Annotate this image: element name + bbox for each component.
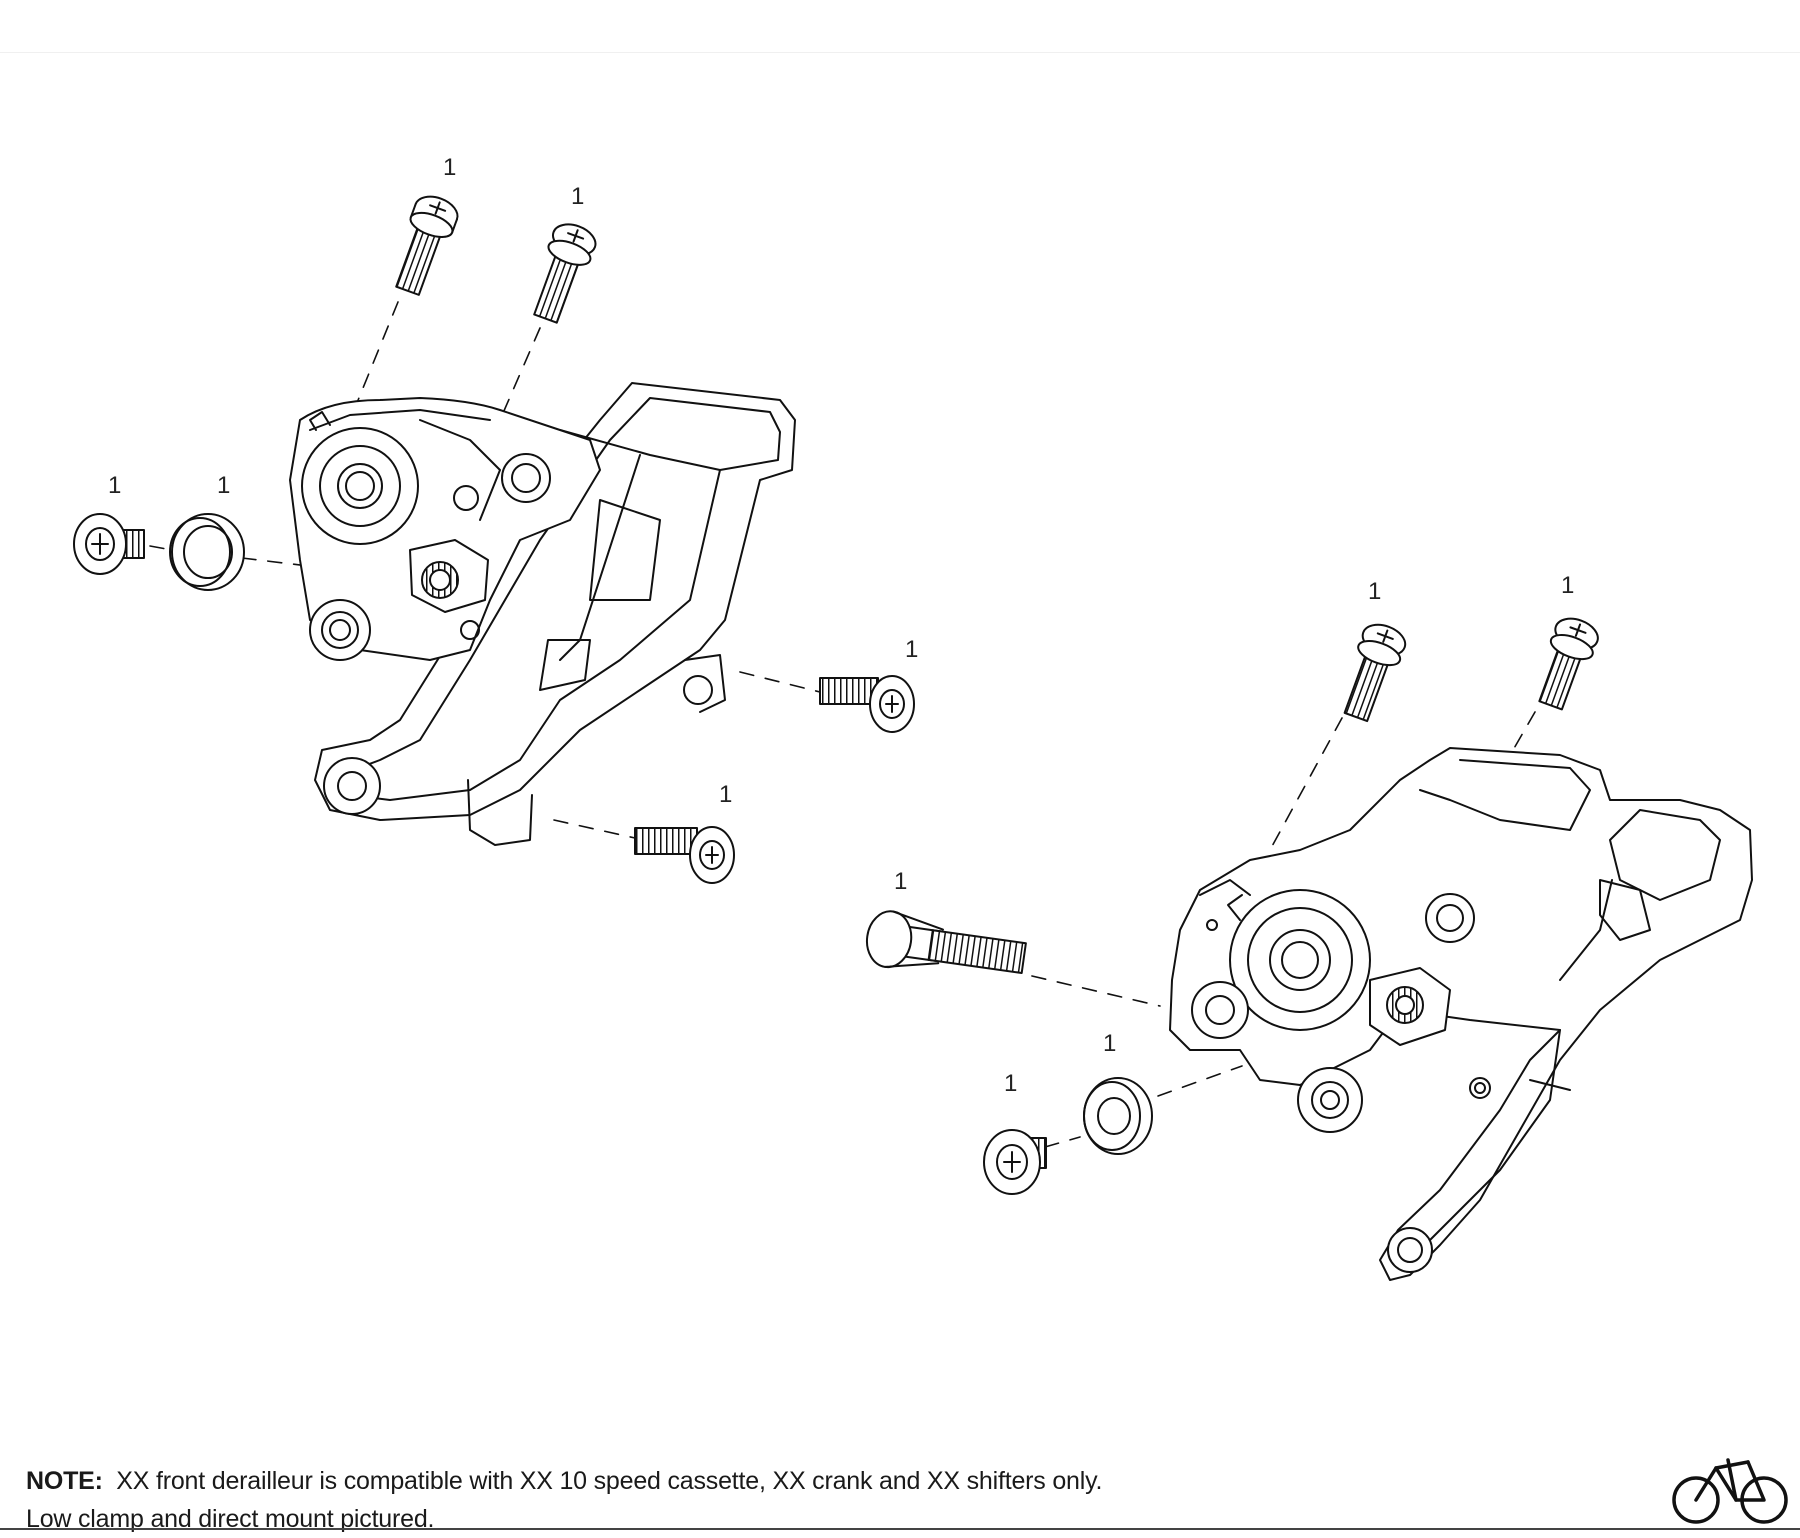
callout-bolt-left-cap: 1 [108, 472, 122, 499]
bolt-left-cap-part [73, 513, 145, 575]
bolt-mid-upper-part [819, 675, 915, 733]
note-line-1: NOTE: XX front derailleur is compatible … [26, 1462, 1326, 1500]
bolt-top-left-b-part [533, 223, 597, 324]
top-divider [0, 52, 1800, 53]
note-line-1-text: XX front derailleur is compatible with X… [116, 1467, 1103, 1495]
callout-washer-right: 1 [1103, 1030, 1117, 1057]
callout-bolt-top-right-b: 1 [1561, 572, 1575, 599]
bolt-long-clamp-part [865, 910, 1027, 974]
bicycle-icon [1672, 1458, 1788, 1524]
callout-bolt-right-cap: 1 [1004, 1070, 1018, 1097]
callout-bolt-top-right-a: 1 [1368, 578, 1382, 605]
note-line-2: Low clamp and direct mount pictured. [26, 1505, 435, 1533]
bottom-divider [0, 1528, 1800, 1530]
callout-bolt-top-left-a: 1 [443, 154, 457, 181]
front-derailleur-direct-mount [1169, 747, 1753, 1281]
bolt-top-right-a-part [1343, 623, 1407, 723]
callout-washer-left: 1 [217, 472, 231, 499]
bolt-top-right-b-part [1538, 617, 1599, 711]
compatibility-note: NOTE: XX front derailleur is compatible … [26, 1462, 1326, 1538]
callout-bolt-mid-upper: 1 [905, 636, 919, 663]
washer-left-part [169, 513, 245, 591]
front-derailleur-low-clamp [289, 382, 796, 846]
bolt-top-left-a-part [395, 195, 459, 296]
callout-bolt-mid-lower: 1 [719, 781, 733, 808]
washer-right-part [1083, 1077, 1153, 1155]
note-prefix: NOTE: [26, 1467, 103, 1495]
bolt-mid-lower-part [634, 826, 735, 884]
bolt-right-cap-part [983, 1129, 1047, 1195]
callout-bolt-top-left-b: 1 [571, 183, 585, 210]
callout-bolt-long-clamp: 1 [894, 868, 908, 895]
